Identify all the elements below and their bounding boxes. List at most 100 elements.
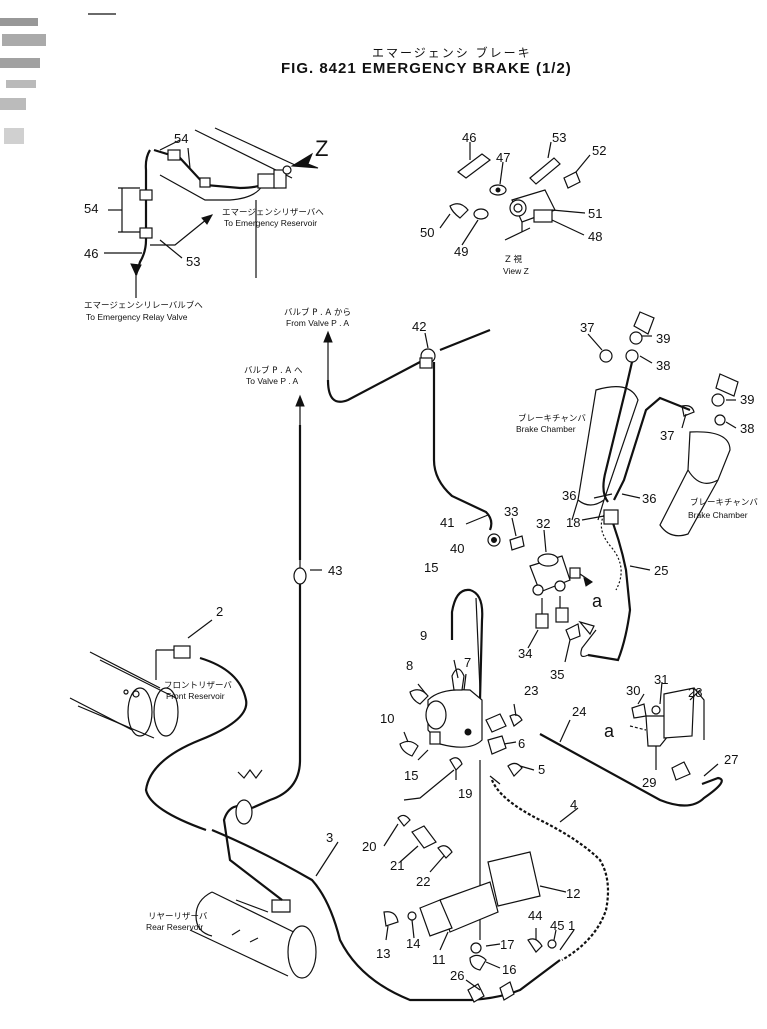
- coiled-hose-4: [489, 775, 610, 961]
- part-number-labels: 54 54 46 53 46 47 53 52 51 48 50 49 42 3…: [84, 130, 754, 983]
- part-number: 1: [568, 918, 575, 933]
- part-number: 36: [642, 491, 656, 506]
- part-number: 41: [440, 515, 454, 530]
- part-number: 6: [518, 736, 525, 751]
- part-number: 50: [420, 225, 434, 240]
- to-valve-en: To Valve P . A: [246, 376, 298, 386]
- to-valve-jp: バルブ P . A へ: [244, 365, 303, 376]
- central-valve-assembly: [383, 588, 535, 940]
- title-japanese: エマージェンシ ブレーキ: [372, 46, 532, 60]
- part-number: 54: [174, 131, 188, 146]
- front-reservoir-en: Front Reservoir: [166, 691, 225, 701]
- emergency-line-assembly: [104, 127, 319, 298]
- part-number: 37: [580, 320, 594, 335]
- part-number: 9: [420, 628, 427, 643]
- part-number: 16: [502, 962, 516, 977]
- part-number: 39: [656, 331, 670, 346]
- brake-chamber-2-en: Brake Chamber: [688, 510, 748, 520]
- part-number: 30: [626, 683, 640, 698]
- figure-title: FIG. 8421 EMERGENCY BRAKE (1/2): [281, 60, 572, 77]
- part-number: 20: [362, 839, 376, 854]
- part-number: 43: [328, 563, 342, 578]
- part-number: 18: [566, 515, 580, 530]
- part-number: 49: [454, 244, 468, 259]
- part-number: 40: [450, 541, 464, 556]
- part-number: 23: [524, 683, 538, 698]
- part-number: 15: [424, 560, 438, 575]
- rear-reservoir-en: Rear Reservoir: [146, 922, 203, 932]
- part-number: 8: [406, 658, 413, 673]
- part-number: 7: [464, 655, 471, 670]
- part-number: 24: [572, 704, 586, 719]
- rear-reservoir-jp: リヤーリザーバ: [148, 912, 208, 922]
- emergency-reservoir-jp: エマージェンシリザーバへ: [222, 208, 324, 218]
- part-number: 42: [412, 319, 426, 334]
- part-number: 10: [380, 711, 394, 726]
- part-number: 51: [588, 206, 602, 221]
- line-3: [211, 828, 561, 1003]
- part-number: 34: [518, 646, 532, 661]
- coiled-hose: [580, 493, 651, 662]
- part-number: 38: [656, 358, 670, 373]
- view-z-jp: Z 視: [505, 254, 523, 265]
- from-valve-jp: バルブ P . A から: [284, 307, 351, 318]
- part-number: 32: [536, 516, 550, 531]
- connection-mark-a: a: [604, 721, 615, 741]
- part-number: 39: [740, 392, 754, 407]
- part-number: 33: [504, 504, 518, 519]
- brake-chamber-right: [613, 373, 739, 537]
- part-number: 4: [570, 797, 577, 812]
- part-number: 45: [550, 918, 564, 933]
- scan-artifact: [0, 13, 116, 144]
- brake-chamber-1-en: Brake Chamber: [516, 424, 576, 434]
- part-number: 35: [550, 667, 564, 682]
- view-z-arrow-label: Z: [315, 136, 328, 161]
- part-number: 28: [688, 685, 702, 700]
- view-z-en: View Z: [503, 266, 529, 276]
- part-number: 46: [462, 130, 476, 145]
- part-number: 19: [458, 786, 472, 801]
- from-valve-en: From Valve P . A: [286, 318, 349, 328]
- part-number: 53: [552, 130, 566, 145]
- part-number: 53: [186, 254, 200, 269]
- part-number: 48: [588, 229, 602, 244]
- part-number: 21: [390, 858, 404, 873]
- front-reservoir-jp: フロントリザーバ: [164, 681, 232, 691]
- part-number: 11: [432, 952, 446, 967]
- part-number: 38: [740, 421, 754, 436]
- part-number: 17: [500, 937, 514, 952]
- part-number: 44: [528, 908, 542, 923]
- part-number: 26: [450, 968, 464, 983]
- part-number: 3: [326, 830, 333, 845]
- part-number: 5: [538, 762, 545, 777]
- connection-mark-a: a: [592, 591, 603, 611]
- part-number: 22: [416, 874, 430, 889]
- valve-pa-lines: [251, 328, 501, 810]
- front-reservoir: [69, 619, 248, 832]
- part-number: 37: [660, 428, 674, 443]
- linkage-24: [539, 681, 723, 807]
- brake-chamber-left: [571, 311, 655, 521]
- part-number: 14: [406, 936, 420, 951]
- part-number: 29: [642, 775, 656, 790]
- rear-reservoir: [189, 769, 317, 979]
- part-number: 47: [496, 150, 510, 165]
- part-number: 15: [404, 768, 418, 783]
- part-number: 2: [216, 604, 223, 619]
- part-number: 46: [84, 246, 98, 261]
- part-number: 27: [724, 752, 738, 767]
- part-number: 54: [84, 201, 98, 216]
- view-z-detail: [439, 141, 591, 246]
- part-number: 12: [566, 886, 580, 901]
- part-number: 31: [654, 672, 668, 687]
- part-number: 36: [562, 488, 576, 503]
- part-number: 13: [376, 946, 390, 961]
- brake-chamber-2-jp: ブレーキチャンバ: [690, 497, 758, 508]
- part-number: 25: [654, 563, 668, 578]
- callout-texts: Z エマージェンシリザーバへ To Emergency Reservoir エマ…: [84, 136, 758, 932]
- relay-valve-en: To Emergency Relay Valve: [86, 312, 188, 322]
- part-number: 52: [592, 143, 606, 158]
- bracket-assembly: [383, 851, 575, 971]
